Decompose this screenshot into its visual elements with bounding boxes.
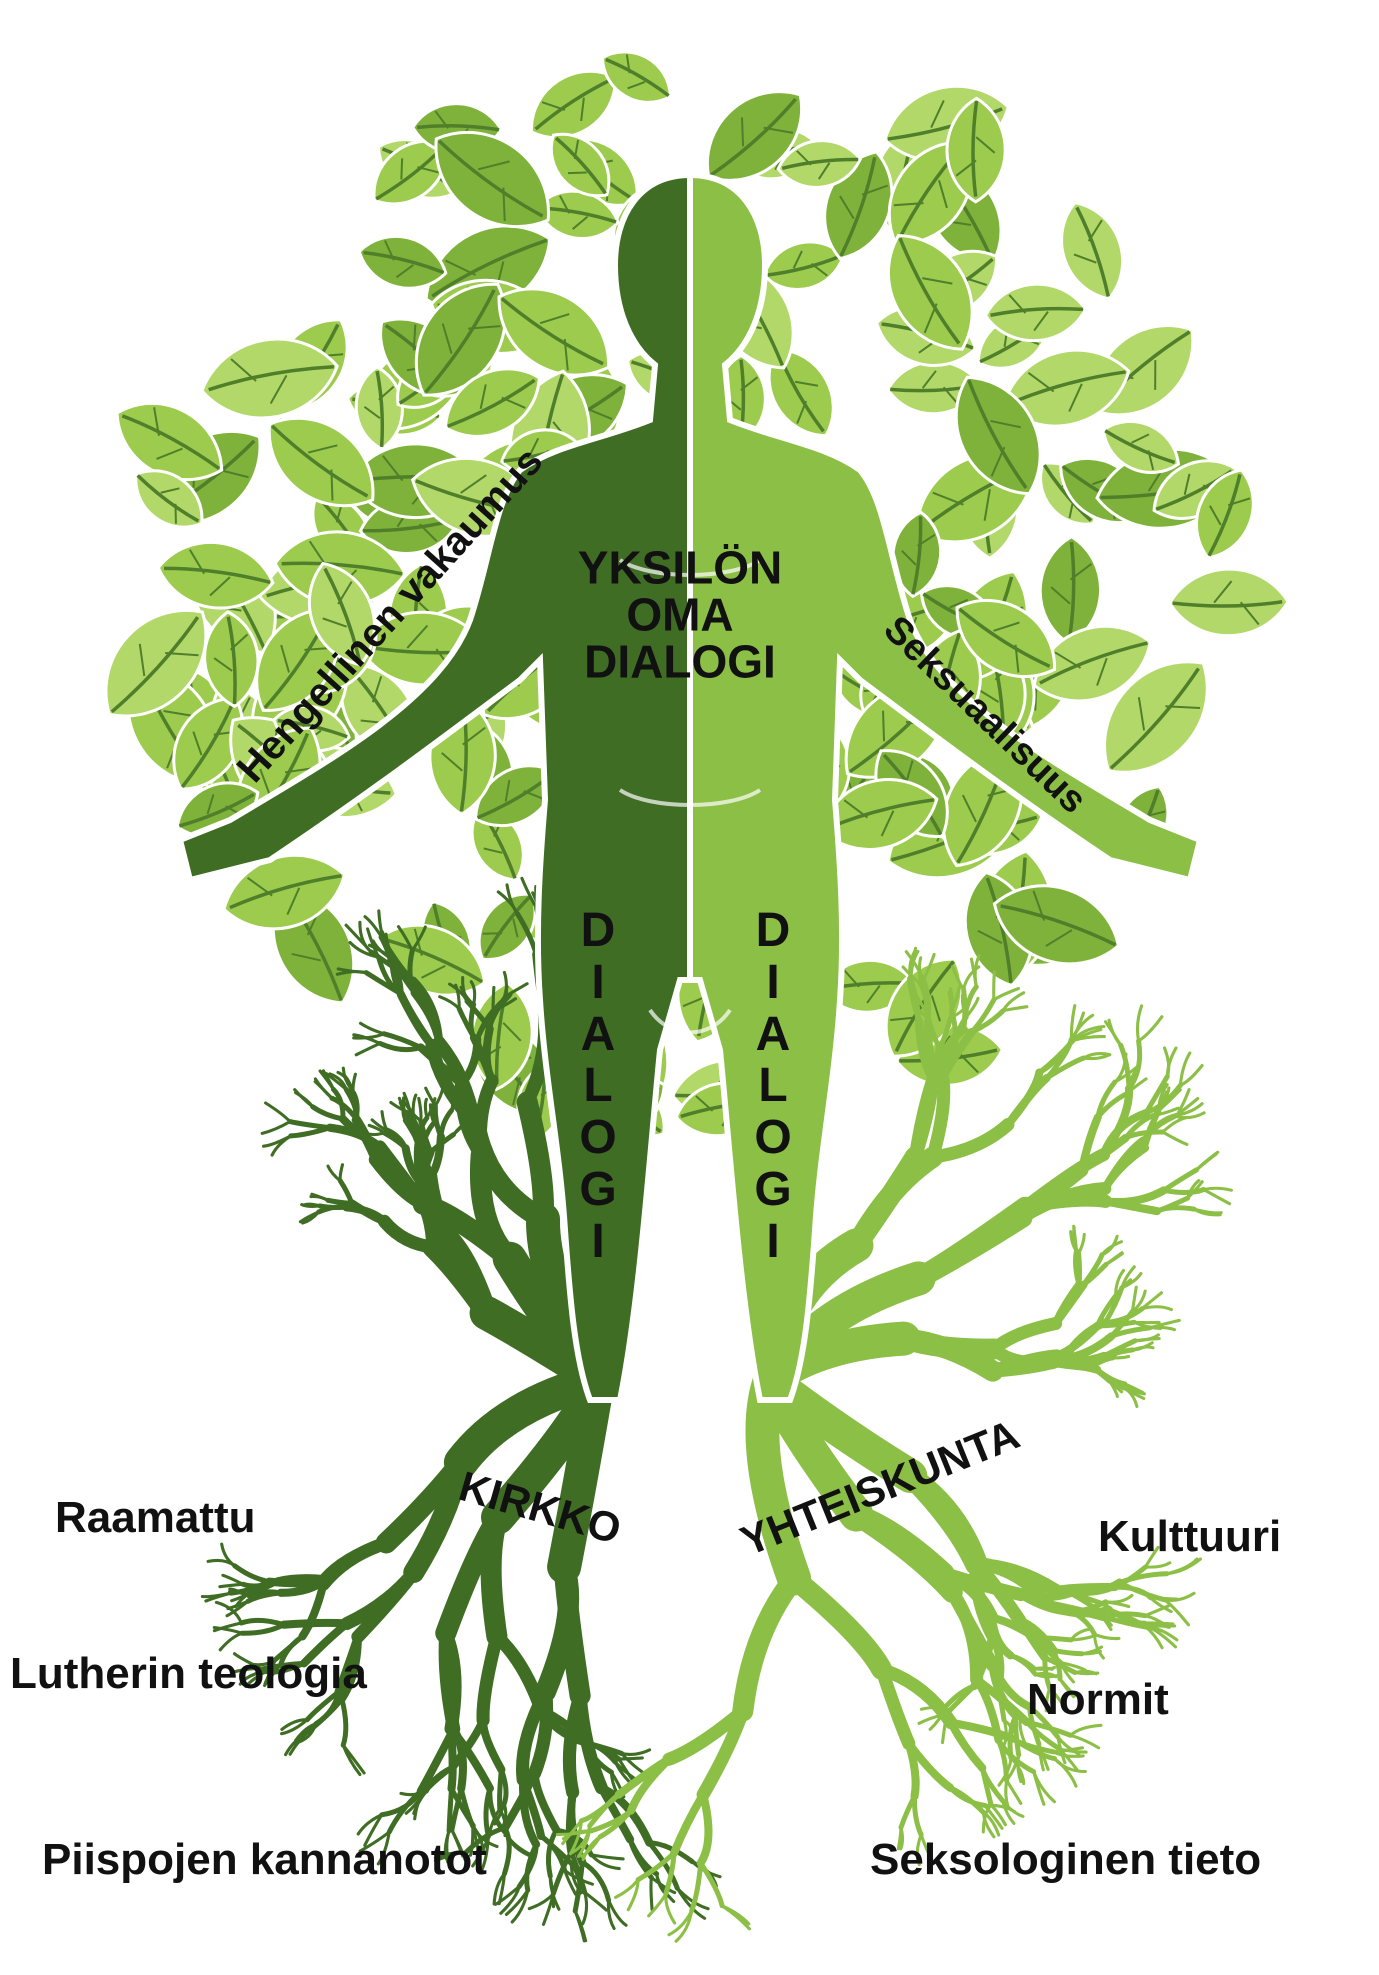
dialogue-letter: O — [754, 1112, 791, 1164]
dialogue-letter: I — [766, 957, 779, 1009]
label-sexology-knowledge: Seksologinen tieto — [870, 1838, 1261, 1882]
dialogue-letter: O — [579, 1112, 616, 1164]
individual-dialogue-line-1: YKSILÖN — [578, 545, 782, 592]
label-norms: Normit — [1027, 1678, 1169, 1722]
label-dialogue-left: DIALOGI — [579, 905, 616, 1268]
dialogue-letter: D — [581, 905, 616, 957]
label-bible: Raamattu — [55, 1496, 256, 1540]
dialogue-letter: L — [758, 1060, 787, 1112]
dialogue-letter: D — [756, 905, 791, 957]
dialogue-letter: I — [766, 1216, 779, 1268]
leaf — [1169, 568, 1288, 636]
dialogue-letter: G — [579, 1164, 616, 1216]
dialogue-letter: A — [756, 1009, 791, 1061]
dialogue-letter: L — [583, 1060, 612, 1112]
dialogue-letter: I — [591, 957, 604, 1009]
individual-dialogue-line-3: DIALOGI — [578, 638, 782, 685]
label-bishops-statements: Piispojen kannanotot — [42, 1838, 487, 1882]
dialogue-letter: A — [581, 1009, 616, 1061]
label-culture: Kulttuuri — [1098, 1515, 1281, 1559]
label-individual-dialogue: YKSILÖN OMA DIALOGI — [578, 545, 782, 686]
individual-dialogue-line-2: OMA — [578, 592, 782, 639]
label-luther-theology: Lutherin teologia — [10, 1652, 367, 1696]
dialogue-letter: I — [591, 1216, 604, 1268]
label-dialogue-right: DIALOGI — [754, 905, 791, 1268]
dialogue-letter: G — [754, 1164, 791, 1216]
